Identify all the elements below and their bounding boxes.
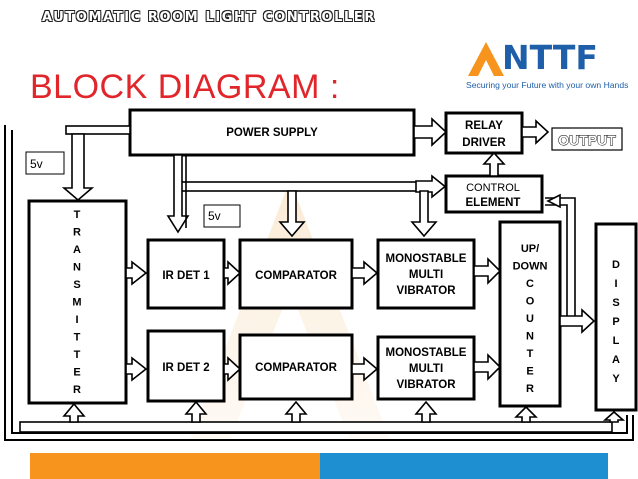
arrow-bus-to-counter <box>514 405 538 423</box>
footer-bar-blue <box>320 453 608 479</box>
ir-det-2-box <box>146 329 226 403</box>
bottom-bus <box>19 421 613 433</box>
arrow-mono2-to-counter <box>473 353 502 381</box>
footer-bar-orange <box>30 453 320 479</box>
counter-letter: C <box>526 278 534 290</box>
counter-letter: R <box>526 383 534 395</box>
arrow-comp1-to-mono1 <box>351 260 379 286</box>
counter-letter: UP/ <box>521 243 539 255</box>
counter-letter: O <box>526 296 535 308</box>
arrow-ir1-to-comp1 <box>223 260 242 286</box>
display-letter: I <box>614 278 617 290</box>
control-element-label-1: CONTROL <box>466 182 520 194</box>
supply-5v-label-a: 5v <box>30 157 43 171</box>
counter-letter: E <box>526 366 533 378</box>
supply-5v-box-a <box>25 151 65 175</box>
arrow-bus-to-transmitter <box>62 402 86 423</box>
ir-det-2-label: IR DET 2 <box>162 362 209 374</box>
arrow-psu-to-ir1 <box>166 154 190 234</box>
supply-5v-box-b <box>203 204 241 228</box>
transmitter-letter: I <box>75 314 78 326</box>
arrow-bus-to-mono1 <box>410 190 438 238</box>
arrow-bus-to-display <box>602 410 626 423</box>
transmitter-supply-bus <box>65 125 131 135</box>
monostable-2-label-3: VIBRATOR <box>397 379 457 391</box>
control-element-box <box>444 174 544 214</box>
page-heading: BLOCK DIAGRAM : <box>30 68 340 106</box>
transmitter-letter: T <box>74 332 81 344</box>
relay-driver-label-1: RELAY <box>465 120 503 132</box>
ir-det-1-box <box>146 238 226 310</box>
output-label: OUTPUT <box>558 132 616 148</box>
arrow-mono1-to-counter <box>473 257 502 285</box>
monostable-2-label-2: MULTI <box>409 363 443 375</box>
transmitter-letter: M <box>72 297 81 309</box>
frame-line <box>4 125 634 441</box>
display-letter: P <box>612 316 619 328</box>
arrow-bus-to-comp1 <box>278 190 306 238</box>
horizontal-bus <box>175 181 439 192</box>
display-box <box>594 222 638 412</box>
monostable-1-box <box>376 238 476 310</box>
transmitter-letter: N <box>73 262 81 274</box>
arrow-tx-to-ir2 <box>125 356 148 382</box>
arrow-comp2-to-mono2 <box>351 356 379 382</box>
counter-letter: DOWN <box>513 261 548 273</box>
output-box <box>551 127 623 151</box>
display-letter: D <box>612 259 620 271</box>
display-letter: S <box>612 297 619 309</box>
transmitter-letter: A <box>73 244 81 256</box>
logo-wordmark: NTTF <box>502 38 598 77</box>
counter-letter: U <box>526 313 534 325</box>
relay-driver-label-2: DRIVER <box>462 137 506 149</box>
comparator-1-label: COMPARATOR <box>255 270 337 282</box>
display-letter: A <box>612 354 620 366</box>
nttf-triangle-icon <box>468 42 504 76</box>
transmitter-letter: R <box>73 384 81 396</box>
monostable-1-label-2: MULTI <box>409 269 443 281</box>
monostable-1-label-1: MONOSTABLE <box>386 253 467 265</box>
arrow-to-output <box>521 119 550 145</box>
arrow-into-control <box>546 193 561 209</box>
arrow-control-to-relay <box>482 151 506 177</box>
supply-5v-label-b: 5v <box>208 209 221 223</box>
arrow-bus-to-ir2 <box>184 400 208 423</box>
transmitter-letter: E <box>73 367 80 379</box>
monostable-2-box <box>376 335 476 401</box>
arrow-tx-to-ir1 <box>125 260 148 286</box>
display-letter: L <box>613 335 620 347</box>
arrow-to-transmitter <box>61 133 95 202</box>
comparator-1-box <box>238 238 354 310</box>
transmitter-letter: R <box>73 227 81 239</box>
arrow-to-relay <box>413 117 448 147</box>
monostable-1-label-3: VIBRATOR <box>397 285 457 297</box>
monostable-2-label-1: MONOSTABLE <box>386 347 467 359</box>
frame-line-inner <box>11 130 628 434</box>
display-to-control-line-2 <box>545 204 568 320</box>
arrow-counter-to-display <box>559 308 596 334</box>
arrow-bus-to-comp2 <box>284 400 308 423</box>
nttf-logo: NTTF Securing your Future with your own … <box>466 38 629 96</box>
power-supply-box <box>128 108 416 157</box>
control-element-label-2: ELEMENT <box>466 197 521 209</box>
transmitter-box <box>27 199 128 405</box>
counter-box <box>498 220 562 408</box>
arrow-ir2-to-comp2 <box>223 356 242 382</box>
transmitter-letter: S <box>73 279 80 291</box>
counter-letter: T <box>527 348 534 360</box>
slide-title: AUTOMATIC ROOM LIGHT CONTROLLER <box>42 10 376 25</box>
display-letter: Y <box>612 373 620 385</box>
logo-tagline: Securing your Future with your own Hands <box>466 80 629 90</box>
ir-det-1-label: IR DET 1 <box>162 270 210 282</box>
counter-letter: N <box>526 331 534 343</box>
arrow-bus-to-mono2 <box>414 400 438 423</box>
transmitter-letter: T <box>74 349 81 361</box>
power-supply-label: POWER SUPPLY <box>226 127 318 139</box>
comparator-2-label: COMPARATOR <box>255 362 337 374</box>
transmitter-letter: T <box>74 209 81 221</box>
